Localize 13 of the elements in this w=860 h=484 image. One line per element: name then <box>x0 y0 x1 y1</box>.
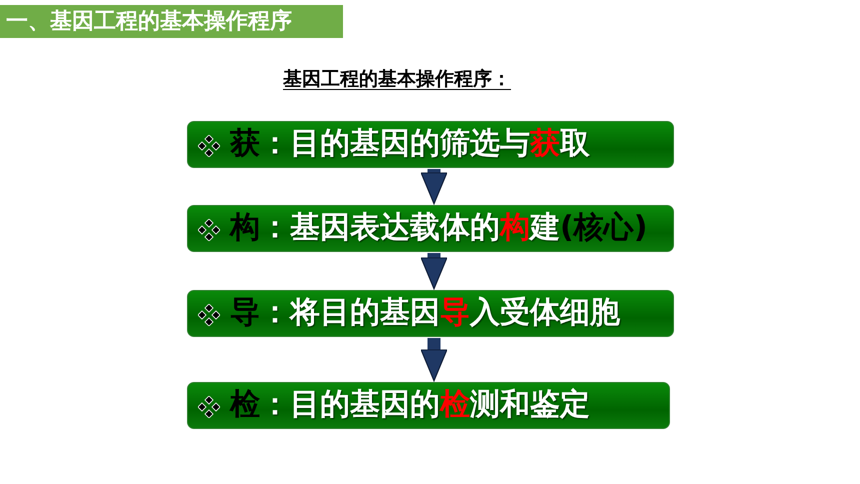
step-text: 获：目的基因的筛选与获取 <box>230 125 590 163</box>
step-box <box>187 121 674 168</box>
title-banner: 一、基因工程的基本操作程序 <box>0 5 343 38</box>
step-text: 检：目的基因的检测和鉴定 <box>230 386 590 424</box>
arrow <box>420 253 448 290</box>
step-box <box>187 205 674 252</box>
arrow <box>420 169 448 204</box>
step-box <box>187 382 670 429</box>
heading-text: 基因工程的基本操作程序： <box>283 67 511 92</box>
step-text: 导：将目的基因导入受体细胞 <box>230 294 620 332</box>
arrow <box>420 338 448 382</box>
step-box <box>187 290 674 337</box>
step-text: 构：基因表达载体的构建(核心) <box>230 209 648 247</box>
